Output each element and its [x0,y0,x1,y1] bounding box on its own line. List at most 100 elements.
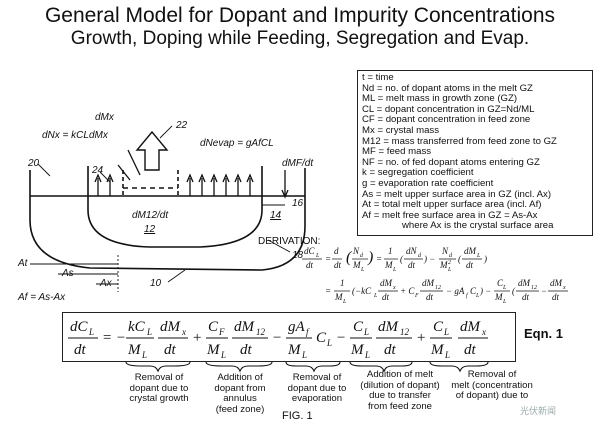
svg-text:d: d [418,253,422,259]
svg-text:M: M [439,260,448,270]
svg-text:M: M [127,342,142,358]
svg-text:f: f [466,292,469,299]
svg-text:dM: dM [380,278,393,288]
svg-text:x: x [181,327,186,337]
svg-text:M: M [206,342,221,358]
label-At: At [18,258,28,269]
svg-text:L: L [326,338,332,348]
svg-text:−: − [272,330,282,346]
outer-crucible [29,168,306,271]
legend-line: MF = feed mass [362,147,432,158]
brace-concentration [429,361,489,373]
legend-line: k = segregation coefficient [362,168,474,179]
svg-text:f: f [306,327,310,337]
svg-text:kC: kC [128,319,146,335]
svg-text:d: d [449,253,453,259]
svg-text:=: = [325,254,331,264]
svg-text:L: L [443,327,449,337]
equation-label: Eqn. 1 [524,326,564,341]
svg-text:dN: dN [406,246,418,256]
svg-text:− gA: − gA [446,286,465,296]
svg-text:L: L [342,299,347,305]
svg-text:dt: dt [164,342,177,358]
svg-text:−: − [336,330,346,346]
svg-text:dM: dM [518,278,531,288]
note-evaporation: Removal of dopant due to evaporation [287,372,347,405]
svg-text:C: C [316,330,327,346]
svg-text:C: C [470,286,477,296]
label-Ax: Ax [100,278,112,289]
figure-subtitle: Growth, Doping while Feeding, Segregatio… [70,28,530,49]
label-As: As [62,268,74,279]
main-equation-box [62,312,516,362]
ref-16: 16 [292,198,304,209]
svg-text:dt: dt [466,260,474,270]
svg-text:+: + [192,330,202,346]
svg-text:L: L [502,299,507,305]
svg-text:12: 12 [256,327,266,337]
svg-text:dt: dt [522,292,530,302]
svg-text:L: L [392,267,397,273]
svg-text:L: L [301,350,307,360]
svg-text:dt: dt [382,292,390,302]
svg-text:) −: ) − [423,254,435,264]
svg-text:M: M [430,342,445,358]
brace-evaporation [285,361,341,373]
svg-text:x: x [392,285,396,291]
svg-text:+ C: + C [400,286,415,296]
svg-text:dM: dM [160,319,182,335]
svg-text:12: 12 [400,327,410,337]
svg-text:2: 2 [448,260,451,266]
label-dMx: dMx [95,112,114,123]
brace-feed [205,361,273,373]
svg-text:dM: dM [234,319,256,335]
svg-text:dM: dM [550,278,563,288]
svg-text:dC: dC [70,319,89,335]
svg-text:) −: ) − [479,286,491,296]
svg-text:): ) [367,249,373,266]
svg-text:L: L [141,350,147,360]
legend-line: Af = melt free surface area in GZ = As-A… [362,210,538,221]
svg-text:dM: dM [460,319,482,335]
svg-text:N: N [441,246,449,256]
svg-text:=: = [325,286,331,296]
svg-text:L: L [373,293,378,299]
svg-text:dC: dC [304,246,316,256]
svg-text:12: 12 [435,285,441,291]
svg-text:dt: dt [240,342,253,358]
svg-text:d: d [360,253,364,259]
svg-text:L: L [476,253,481,259]
svg-text:L: L [315,253,320,259]
brace-dilution [349,361,413,373]
svg-text:(: ( [458,254,462,264]
svg-text:F: F [414,293,419,299]
legend-line: Mx = crystal mass [362,125,440,136]
svg-text:M: M [334,292,343,302]
legend-line: CL = dopant concentration in GZ=Nd/ML [362,104,535,115]
svg-text:1: 1 [340,278,345,288]
svg-text:L: L [360,267,365,273]
ref-12: 12 [144,224,156,235]
svg-text:L: L [444,350,450,360]
svg-text:+: + [416,330,426,346]
ref-14: 14 [270,210,282,221]
svg-text:L: L [475,293,480,299]
svg-text:x: x [481,327,486,337]
svg-text:(−kC: (−kC [352,286,372,296]
note-concentration: Removal of melt (concentration of dopant… [451,369,533,402]
svg-text:gA: gA [288,319,306,335]
svg-text:d: d [334,246,339,256]
svg-text:M: M [494,292,503,302]
watermark: 光伏新闻 [520,406,557,416]
svg-text:L: L [364,350,370,360]
figure-title: General Model for Dopant and Impurity Co… [44,4,556,27]
svg-text:M: M [287,342,302,358]
derivation-heading: DERIVATION: [258,236,321,247]
svg-text:12: 12 [531,285,537,291]
svg-text:L: L [220,350,226,360]
label-dM12: dM12/dt [132,210,169,221]
svg-text:x: x [562,285,566,291]
ref-22: 22 [176,120,188,131]
